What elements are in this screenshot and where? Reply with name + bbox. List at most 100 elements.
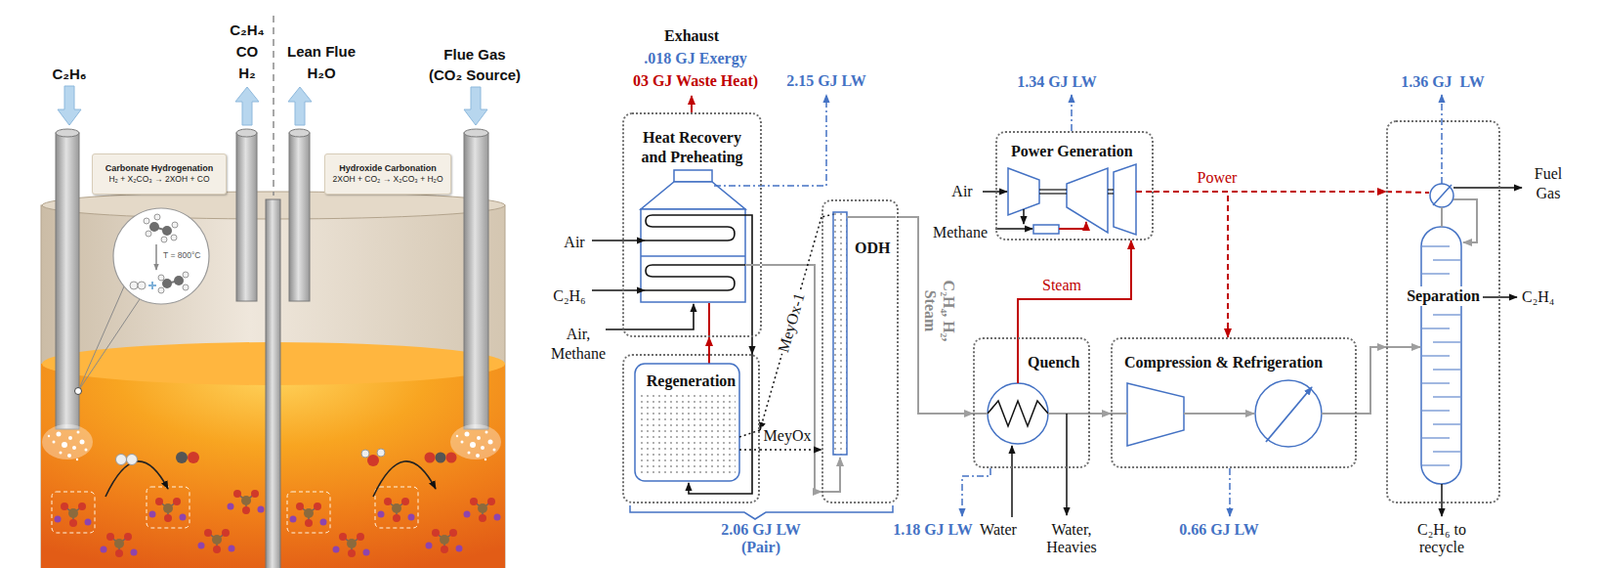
connector-label: MeyOx [761, 425, 814, 445]
label-text: Lean Flue [287, 42, 356, 61]
process-group: Compression & Refrigeration [1110, 336, 1357, 468]
label-text: Fuel Gas [1525, 164, 1571, 204]
lost-work-line [1228, 467, 1231, 516]
odh-reactor [833, 211, 847, 455]
gas-tube [55, 128, 80, 137]
compressor [1127, 379, 1322, 447]
process-line [1441, 187, 1522, 516]
process-line [1022, 209, 1025, 224]
distillation-column [1422, 246, 1461, 465]
callout [182, 271, 189, 278]
label-text: Exhaust [664, 26, 719, 45]
callout [158, 287, 165, 294]
reaction-box: Carbonate HydrogenationH₂ + X₂CO₃ → 2XOH… [91, 153, 227, 195]
connector [1153, 190, 1387, 193]
molecule [435, 452, 447, 464]
connector [751, 336, 754, 354]
lost-work-line [1070, 94, 1073, 131]
node-title: Quench [1027, 352, 1080, 373]
salt-ions [198, 528, 236, 553]
process-line [1386, 345, 1421, 348]
oxide-line [739, 429, 760, 437]
process-line [605, 303, 694, 330]
callout [170, 234, 177, 241]
divider-line [272, 15, 275, 196]
salt-ions [425, 528, 464, 553]
callout [173, 275, 184, 286]
label-text: Air, Methane [544, 324, 613, 364]
process-line [1110, 412, 1357, 415]
label-text: 2.06 GJ LW (Pair) [712, 520, 810, 556]
process-line [995, 227, 1033, 230]
callout [162, 278, 172, 289]
callout [113, 208, 210, 304]
label-text: .018 GJ Exergy [643, 48, 747, 68]
process-line [1065, 413, 1068, 515]
shaft [1039, 188, 1067, 190]
quench-exchanger [987, 400, 1049, 426]
gas-turbine [1113, 164, 1137, 235]
reaction-arrow [373, 461, 436, 497]
callout [143, 217, 150, 224]
salt-ions [287, 491, 331, 533]
connector [1153, 191, 1228, 337]
connector [761, 264, 822, 492]
process-group: ODH [821, 199, 899, 504]
process-line [591, 289, 645, 292]
node-title: Power Generation [1010, 141, 1134, 162]
molecule [187, 451, 200, 464]
connector [898, 216, 973, 414]
node-body: H₂ + X₂CO₃ → 2XOH + CO [108, 173, 210, 185]
process-line [1440, 207, 1443, 227]
node-title: T = 800°C [163, 250, 201, 261]
distillation-column [1421, 226, 1462, 484]
process-line [1440, 483, 1443, 516]
flow-arrow [288, 86, 312, 126]
label-text: Methane [932, 222, 988, 242]
connector-label: Power [1195, 168, 1240, 187]
label-text: C₂H₆ to recycle [1406, 520, 1477, 556]
label-text: C₂H₄ [1521, 287, 1555, 306]
callout-circle: T = 800°C [112, 207, 211, 305]
label-text: 1.36 GJ LW [1400, 72, 1485, 91]
node-title: Hydroxide Carbonation [338, 163, 437, 174]
lost-work-line [962, 467, 991, 516]
callout [155, 244, 158, 270]
process-line [745, 216, 896, 492]
node-title: Heat Recovery and Preheating [631, 127, 753, 168]
molecule [116, 448, 458, 466]
process-line [982, 191, 1033, 229]
node-title: Separation [1403, 286, 1483, 306]
regenerator [634, 363, 740, 481]
odh-reactor [833, 211, 847, 455]
label-text: CO [236, 42, 259, 61]
molecule [424, 452, 436, 464]
gas-tube [463, 128, 489, 137]
gas-tube [289, 128, 310, 137]
gas-bubbles [450, 423, 502, 461]
label-text: (CO₂ Source) [428, 66, 521, 85]
process-line [1453, 199, 1477, 243]
hot-gas-line [1058, 221, 1087, 229]
salt-ions [227, 489, 265, 514]
label-text: C₂H₆ [51, 65, 86, 84]
salt-ions [290, 502, 328, 527]
flow-arrow [235, 86, 259, 126]
gas-turbine [1008, 164, 1137, 235]
process-line [972, 412, 988, 415]
power-line [1136, 190, 1154, 193]
process-line [644, 264, 746, 291]
salt-ions [378, 497, 416, 522]
gas-bubbles [42, 423, 93, 461]
callout [75, 387, 83, 395]
connector [759, 216, 822, 430]
bracket [630, 505, 893, 519]
label-text: Water, Heavies [1037, 520, 1106, 556]
process-group: Regeneration [622, 353, 760, 504]
callout [137, 281, 146, 290]
process-line [1010, 445, 1013, 517]
node-title: Carbonate Hydrogenation [105, 163, 214, 174]
callout [78, 286, 125, 391]
connector [708, 336, 711, 354]
process-group: Power Generation [995, 130, 1154, 241]
